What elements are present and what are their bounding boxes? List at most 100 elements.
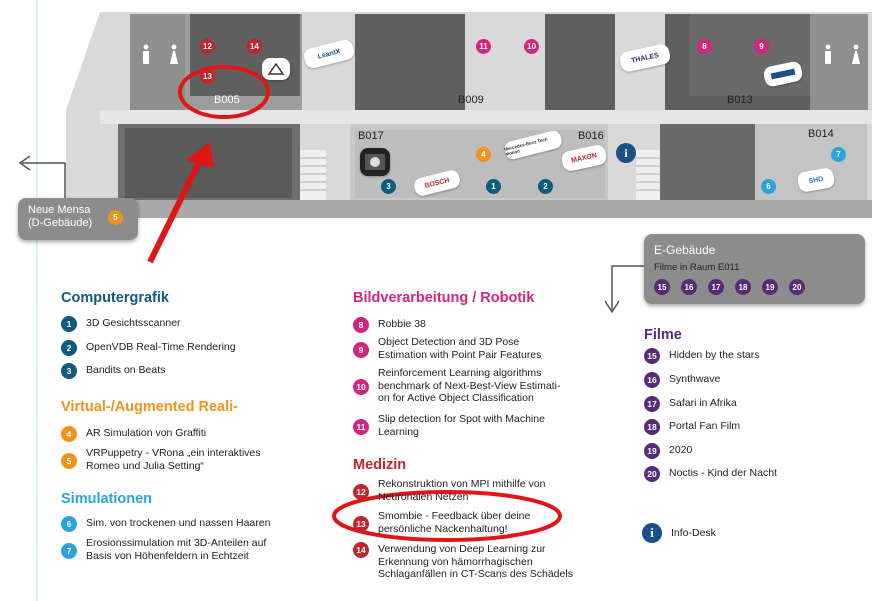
legend-label: Synthwave <box>669 373 721 385</box>
logo-impact-icon <box>360 148 390 176</box>
legend-num: 6 <box>61 516 77 532</box>
legend-item: 6 Sim. von trockenen und nassen Haaren <box>61 516 271 532</box>
room-label: B013 <box>727 94 753 106</box>
legend-num: 8 <box>353 317 369 333</box>
highlight-arrow <box>147 158 203 264</box>
legend-label: VRPuppetry - VRona „ein interaktives Rom… <box>86 447 261 472</box>
legend-label: AR Simulation von Graffiti <box>86 427 207 439</box>
legend-num: 20 <box>644 466 660 482</box>
legend-label: Robbie 38 <box>378 318 426 330</box>
map-pin: 7 <box>831 147 846 162</box>
info-icon: i <box>642 523 662 543</box>
e-gebaeude-pin: 15 <box>654 279 670 295</box>
legend-num: 12 <box>353 484 369 500</box>
map-pin: 12 <box>200 39 215 54</box>
legend-item: 20 Noctis - Kind der Nacht <box>644 466 777 482</box>
legend-item: 10 Reinforcement Learning algorithms benc… <box>353 367 560 405</box>
map-pin: 4 <box>476 147 491 162</box>
legend-label: Rekonstruktion von MPI mithilfe von Neur… <box>378 478 546 503</box>
legend-num: 11 <box>353 419 369 435</box>
legend-item: 16 Synthwave <box>644 372 721 388</box>
legend-item: 13 Smombie - Feedback über deine persönli… <box>353 510 530 535</box>
restroom-icon <box>143 44 860 64</box>
legend-label: Object Detection and 3D Pose Estimation … <box>378 336 542 361</box>
room-label: B005 <box>214 94 240 106</box>
legend-num: 4 <box>61 426 77 442</box>
logo-sponsor-icon <box>762 60 804 88</box>
legend-item: 2 OpenVDB Real-Time Rendering <box>61 340 236 356</box>
legend-item: 7 Erosionssimulation mit 3D-Anteilen auf … <box>61 537 266 562</box>
info-icon: i <box>616 143 636 163</box>
legend-num: 16 <box>644 372 660 388</box>
e-gebaeude-pin: 19 <box>762 279 778 295</box>
map-pin: 2 <box>538 179 553 194</box>
legend-title-computergrafik: Computergrafik <box>61 290 169 306</box>
legend-label: 2020 <box>669 444 693 456</box>
legend-label: Smombie - Feedback über deine persönlich… <box>378 510 531 535</box>
room-label: B017 <box>358 130 384 142</box>
legend-num: 19 <box>644 443 660 459</box>
legend-label: Hidden by the stars <box>669 349 760 361</box>
highlight-ellipse-item-13 <box>332 490 562 542</box>
e-gebaeude-subtitle: Filme in Raum E011 <box>654 262 740 273</box>
legend-num: 10 <box>353 379 369 395</box>
legend-label: Noctis - Kind der Nacht <box>669 467 777 479</box>
legend-label: Bandits on Beats <box>86 364 166 376</box>
legend-item: 19 2020 <box>644 443 693 459</box>
neue-mensa-line2: (D-Gebäude) <box>28 217 93 229</box>
legend-num: 2 <box>61 340 77 356</box>
arrow-left-icon <box>18 155 66 198</box>
legend-num: 5 <box>61 453 77 469</box>
map-pin: 11 <box>476 39 491 54</box>
legend-title-vr: Virtual-/Augmented Reali- <box>61 399 238 415</box>
e-gebaeude-pin: 17 <box>708 279 724 295</box>
legend-num: 1 <box>61 316 77 332</box>
legend-label: 3D Gesichtsscanner <box>86 317 181 329</box>
legend-num: 14 <box>353 542 369 558</box>
legend-item: 12 Rekonstruktion von MPI mithilfe von Ne… <box>353 478 546 503</box>
legend-num: 13 <box>353 516 369 532</box>
legend-num: 3 <box>61 363 77 379</box>
legend-item: 1 3D Gesichtsscanner <box>61 316 181 332</box>
legend-item-info-desk: i Info-Desk <box>642 523 716 543</box>
legend-item: 4 AR Simulation von Graffiti <box>61 426 207 442</box>
legend-label: Portal Fan Film <box>669 420 741 432</box>
map-pin: 13 <box>200 69 215 84</box>
map-pin: 1 <box>486 179 501 194</box>
neue-mensa-pin: 5 <box>108 210 123 225</box>
legend-label: Reinforcement Learning algorithms benchm… <box>378 367 561 404</box>
room-label: B009 <box>458 94 484 106</box>
map-pin: 3 <box>381 179 396 194</box>
legend-title-medizin: Medizin <box>353 457 407 473</box>
legend-title-filme: Filme <box>644 327 682 343</box>
e-gebaeude-pin: 20 <box>789 279 805 295</box>
e-gebaeude-pin: 18 <box>735 279 751 295</box>
legend-num: 7 <box>61 543 77 559</box>
map-pin: 10 <box>524 39 539 54</box>
arrow-down-icon <box>604 265 644 314</box>
legend-item: 18 Portal Fan Film <box>644 419 741 435</box>
legend-num: 18 <box>644 419 660 435</box>
logo-ike-icon <box>262 58 290 80</box>
map-pin: 14 <box>247 39 262 54</box>
legend-label: Sim. von trockenen und nassen Haaren <box>86 517 271 529</box>
neue-mensa-callout: Neue Mensa (D-Gebäude) 5 <box>18 198 138 240</box>
e-gebaeude-pin: 16 <box>681 279 697 295</box>
legend-label: Slip detection for Spot with Machine Lea… <box>378 413 545 438</box>
neue-mensa-line1: Neue Mensa <box>28 204 91 216</box>
legend-label: Verwendung von Deep Learning zur Erkennu… <box>378 543 573 580</box>
legend-item: 11 Slip detection for Spot with Machine L… <box>353 413 545 438</box>
legend-num: 17 <box>644 396 660 412</box>
map-pin: 6 <box>761 179 776 194</box>
legend-label: Info-Desk <box>671 526 716 539</box>
room-label: B016 <box>578 130 604 142</box>
map-pin: 9 <box>754 39 769 54</box>
legend-item: 5 VRPuppetry - VRona „ein interaktives Ro… <box>61 447 261 472</box>
legend-item: 14 Verwendung von Deep Learning zur Erken… <box>353 542 573 581</box>
e-gebaeude-title: E-Gebäude <box>654 243 716 257</box>
legend-title-bildverarbeitung: Bildverarbeitung / Robotik <box>353 290 535 306</box>
legend-label: OpenVDB Real-Time Rendering <box>86 341 236 353</box>
legend-label: Erosionssimulation mit 3D-Anteilen auf B… <box>86 537 267 562</box>
